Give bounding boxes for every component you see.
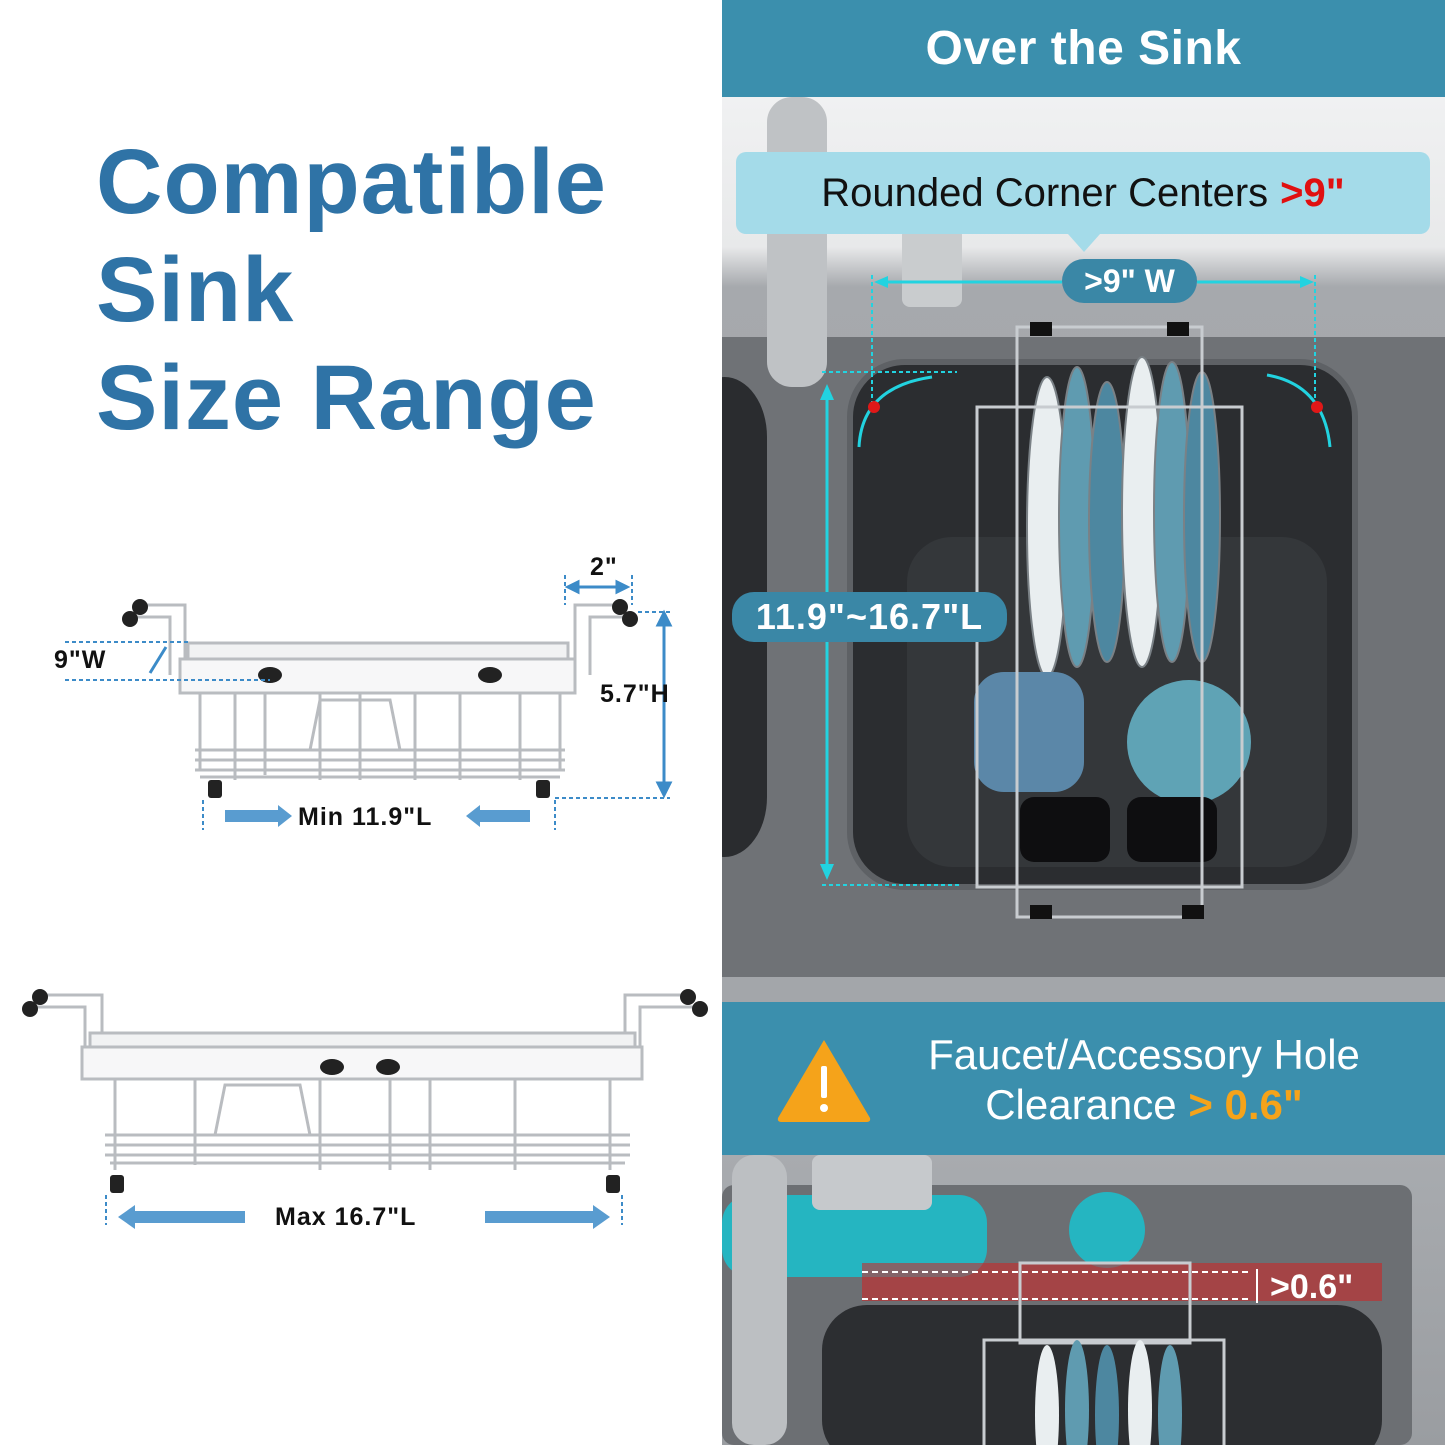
clearance-banner: Faucet/Accessory Hole Clearance > 0.6": [722, 1002, 1445, 1155]
headline-line-1: Compatible: [96, 131, 607, 233]
over-sink-banner: Over the Sink: [722, 0, 1445, 97]
sink-illustration: [722, 97, 1445, 1002]
clearance-line-2: Clearance: [985, 1081, 1177, 1128]
length-pill: 11.9"~16.7"L: [732, 592, 1007, 642]
left-panel: Compatible Sink Size Range: [0, 0, 722, 1445]
rounded-corner-callout: Rounded Corner Centers >9": [736, 152, 1430, 234]
callout-text: Rounded Corner Centers: [821, 170, 1269, 215]
max-length-label: Max 16.7"L: [275, 1203, 417, 1231]
headline: Compatible Sink Size Range: [96, 128, 607, 452]
faucet-clearance-illustration: [722, 1155, 1412, 1445]
rack-max-illustration: [10, 985, 715, 1235]
over-sink-title: Over the Sink: [925, 22, 1242, 75]
headline-line-3: Size Range: [96, 347, 597, 449]
hook-depth-label: 2": [590, 553, 618, 581]
sink-photo-bottom: [722, 1155, 1445, 1445]
width-pill: >9" W: [1062, 259, 1197, 303]
callout-value: >9": [1280, 170, 1345, 215]
width-label: 9"W: [54, 646, 107, 674]
headline-line-2: Sink: [96, 239, 295, 341]
clearance-value: > 0.6": [1188, 1081, 1303, 1128]
warning-triangle-icon: [777, 1040, 871, 1122]
callout-pointer: [1068, 234, 1100, 252]
rack-min-illustration: [20, 555, 700, 845]
clearance-gap-label: >0.6": [1270, 1268, 1354, 1306]
clearance-line-1: Faucet/Accessory Hole: [928, 1031, 1360, 1078]
clearance-text: Faucet/Accessory Hole Clearance > 0.6": [904, 1030, 1384, 1130]
right-panel: Over the Sink: [722, 0, 1445, 1445]
height-label: 5.7"H: [600, 680, 670, 708]
min-length-label: Min 11.9"L: [298, 803, 433, 831]
